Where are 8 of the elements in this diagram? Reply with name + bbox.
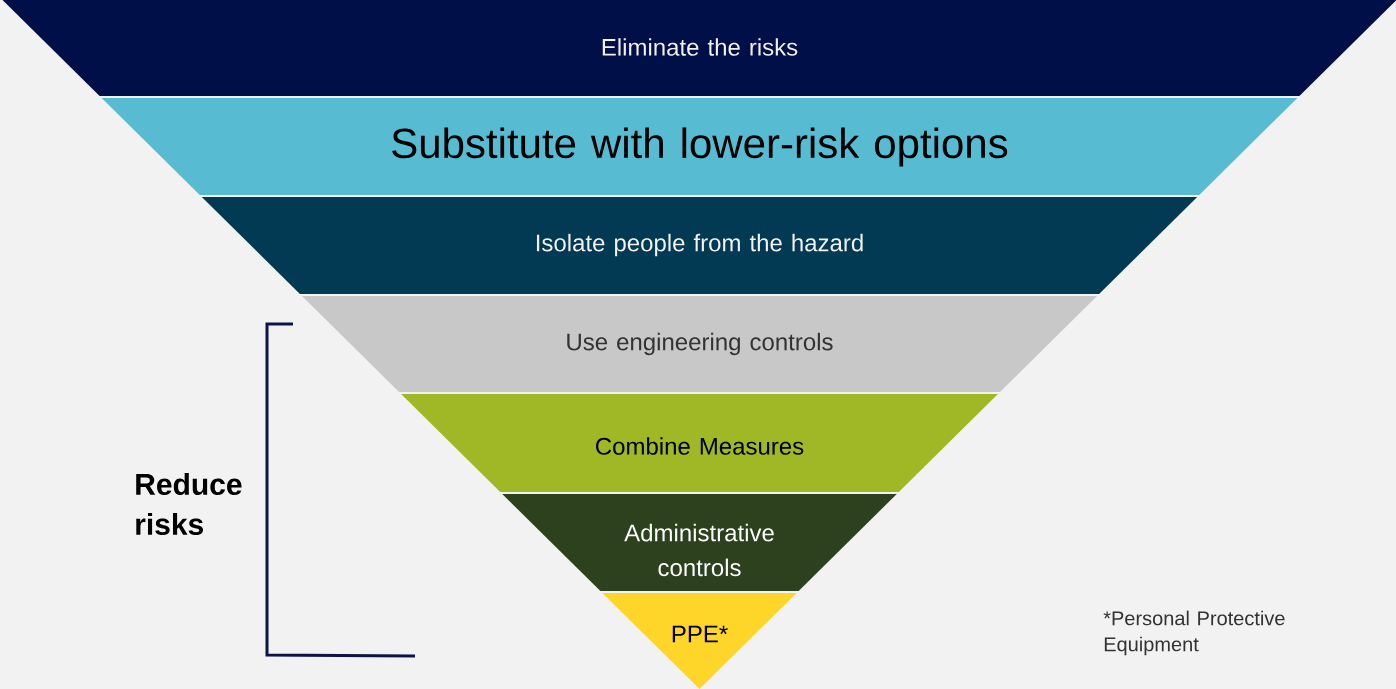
trapezoid-band: Combine Measures xyxy=(401,394,998,492)
triangle-band: PPE* xyxy=(602,593,797,689)
footnote: *Personal Protective Equipment xyxy=(1103,610,1285,656)
trapezoid-band: Use engineering controls xyxy=(301,296,1098,392)
bracket-label: Reduce risks xyxy=(136,473,242,536)
trapezoid-band: Eliminate the risks xyxy=(2,0,1396,96)
trapezoid-band: Substitute with lower-risk options xyxy=(101,98,1298,195)
trapezoid-band: Administrative controls xyxy=(502,494,897,591)
